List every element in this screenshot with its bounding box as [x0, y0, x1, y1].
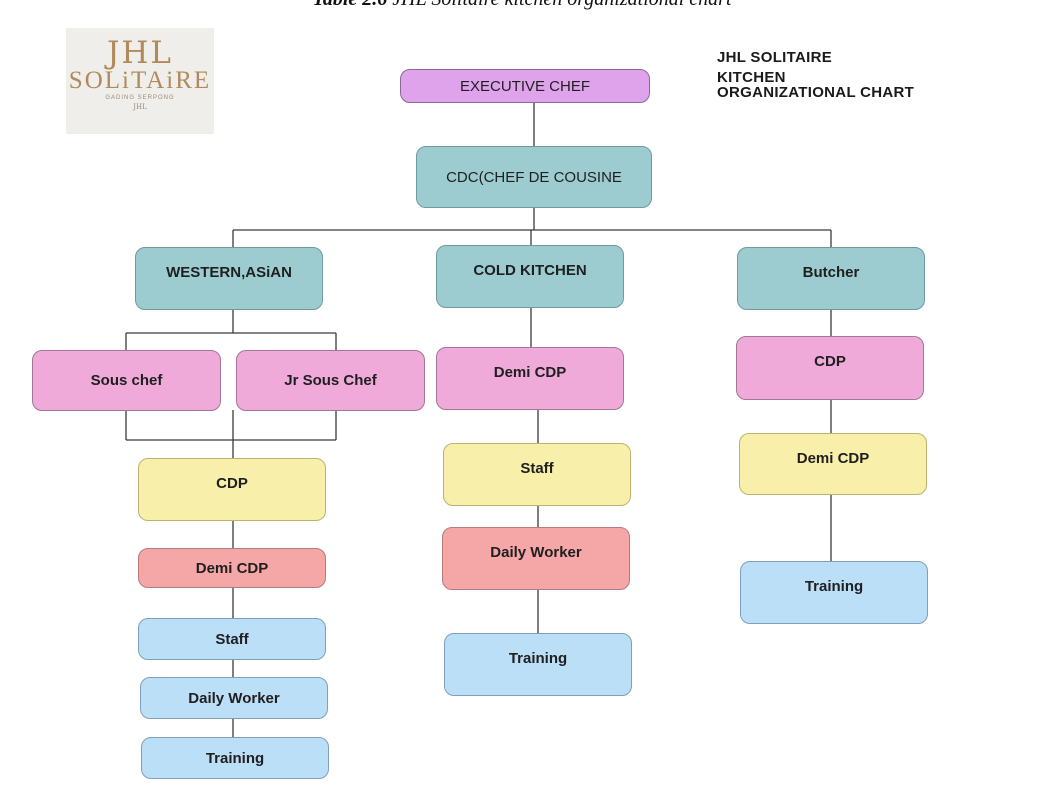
logo-small-mark: JHL [133, 103, 147, 111]
node-butcher-cdp: CDP [736, 336, 924, 400]
logo-subtitle: GADING SERPONG [105, 95, 175, 101]
node-western-training: Training [141, 737, 329, 779]
node-executive-chef: EXECUTIVE CHEF [400, 69, 650, 103]
title-line-2: KITCHEN [717, 69, 786, 86]
logo-name: SOLiTAiRE [68, 67, 212, 94]
title-line-3: ORGANIZATIONAL CHART [717, 84, 915, 101]
jhl-solitaire-logo: JHL SOLiTAiRE GADING SERPONG JHL [66, 28, 214, 134]
figure-caption: Table 2.6 JHL Solitaire kitchen organiza… [0, 0, 1044, 11]
node-butcher-training: Training [740, 561, 928, 624]
node-butcher-demi-cdp: Demi CDP [739, 433, 927, 495]
node-cold-training: Training [444, 633, 632, 696]
node-cold-staff: Staff [443, 443, 631, 506]
node-western-cdp: CDP [138, 458, 326, 521]
node-cold-demi-cdp: Demi CDP [436, 347, 624, 410]
node-cold-daily-worker: Daily Worker [442, 527, 630, 590]
node-western-asian: WESTERN,ASiAN [135, 247, 323, 310]
node-western-daily-worker: Daily Worker [140, 677, 328, 719]
node-chef-de-cuisine: CDC(CHEF DE COUSINE [416, 146, 652, 208]
node-sous-chef: Sous chef [32, 350, 221, 411]
chart-title: JHL SOLITAIRE KITCHEN ORGANIZATIONAL CHA… [717, 50, 914, 100]
caption-prefix: Table 2.6 [312, 0, 387, 10]
node-cold-kitchen: COLD KITCHEN [436, 245, 624, 308]
node-western-staff: Staff [138, 618, 326, 660]
logo-mark: JHL [106, 35, 174, 71]
caption-text: JHL Solitaire kitchen organizational cha… [392, 0, 731, 10]
node-butcher: Butcher [737, 247, 925, 310]
node-western-demi-cdp: Demi CDP [138, 548, 326, 588]
node-jr-sous-chef: Jr Sous Chef [236, 350, 425, 411]
title-line-1: JHL SOLITAIRE [717, 49, 833, 66]
